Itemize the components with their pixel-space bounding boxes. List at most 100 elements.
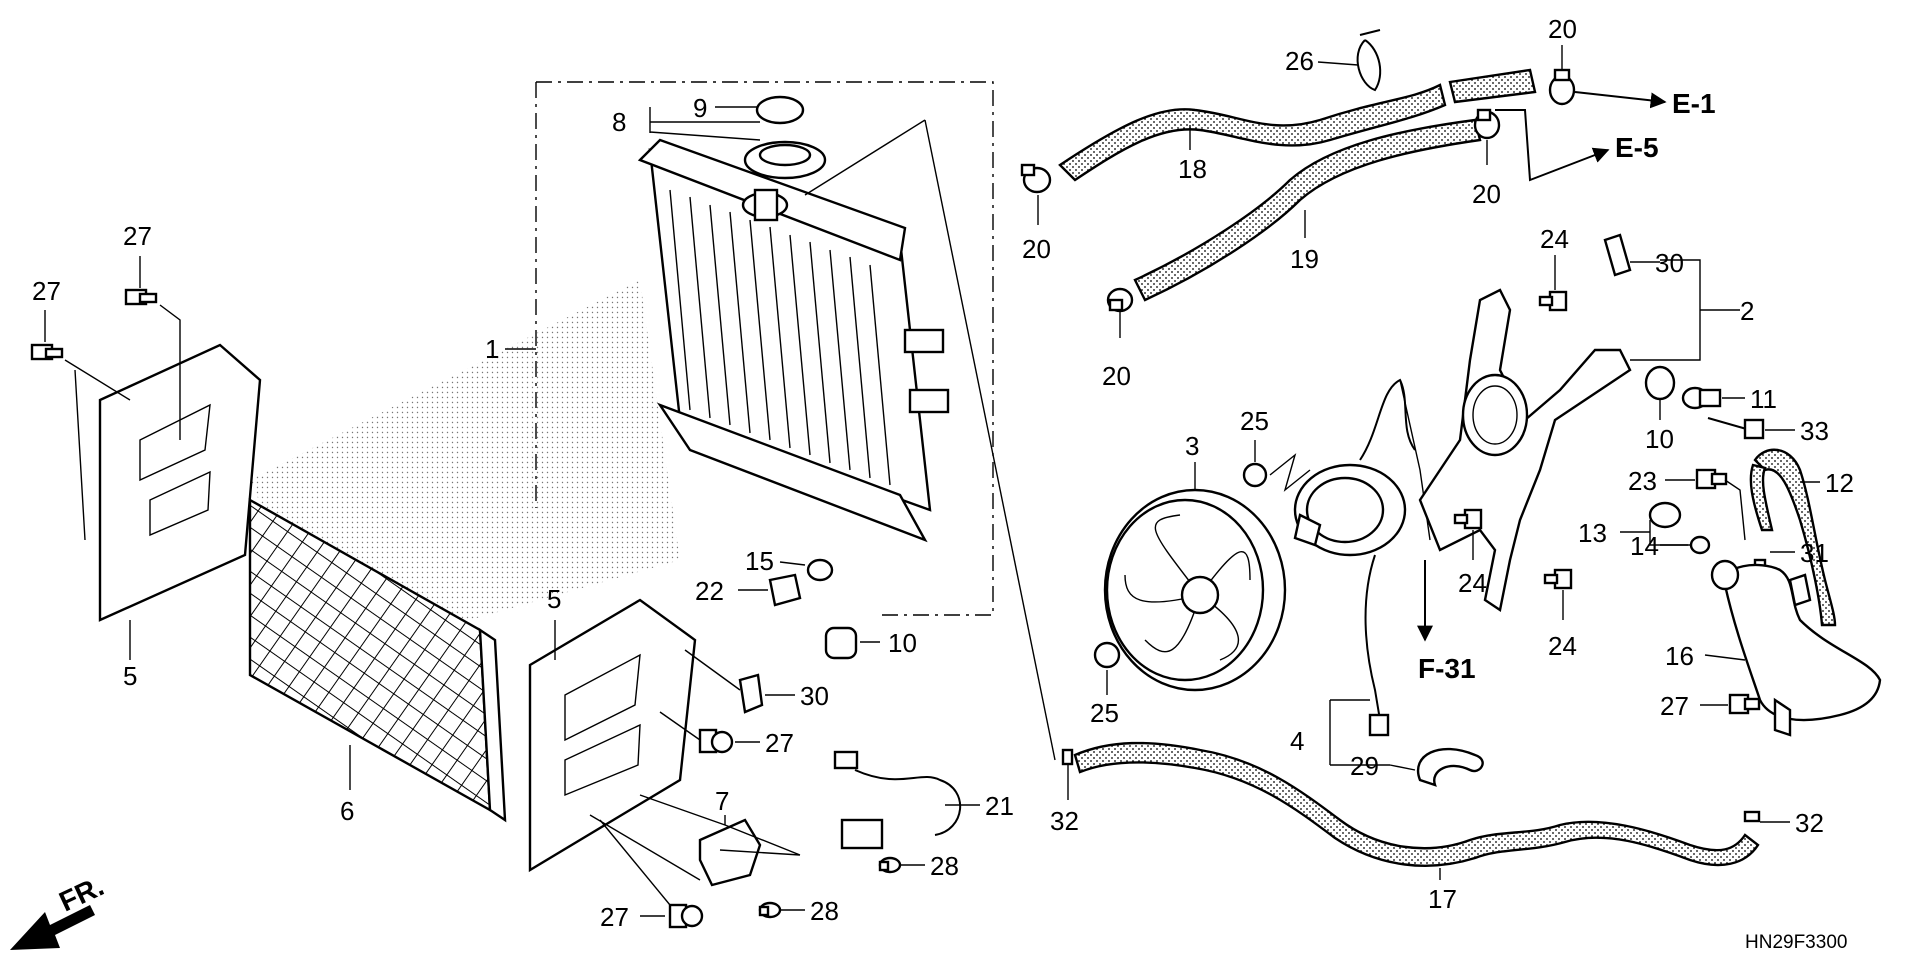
label-27-b: 27	[32, 276, 61, 306]
leader-2	[1630, 259, 1740, 361]
clamp-20-d	[1106, 287, 1134, 313]
label-32-b: 32	[1795, 808, 1824, 838]
label-20-c: 20	[1472, 179, 1501, 209]
relay-7	[698, 818, 762, 887]
radiator	[637, 95, 950, 543]
connector-4	[1368, 713, 1390, 737]
label-31: 31	[1800, 538, 1829, 568]
label-5-left: 5	[123, 661, 137, 691]
label-25-b: 25	[1090, 698, 1119, 728]
fan-3	[1103, 488, 1287, 692]
harness-21	[833, 750, 962, 850]
label-27-d: 27	[600, 902, 629, 932]
bolt-24-b	[1453, 508, 1483, 530]
label-5-right: 5	[547, 584, 561, 614]
label-6: 6	[340, 796, 354, 826]
shroud-right	[528, 598, 697, 873]
label-24-c: 24	[1548, 631, 1577, 661]
label-18: 18	[1178, 154, 1207, 184]
label-27-e: 27	[1660, 691, 1689, 721]
label-8: 8	[612, 107, 626, 137]
hose-18-b	[1448, 68, 1537, 104]
ref-e5: E-5	[1615, 132, 1659, 163]
label-30-a: 30	[1655, 248, 1684, 278]
leader-4	[1329, 699, 1390, 766]
label-24-a: 24	[1540, 224, 1569, 254]
bolt-27-e	[1728, 693, 1761, 715]
front-direction-indicator: FR.	[10, 870, 108, 950]
label-3: 3	[1185, 431, 1199, 461]
fan-motor	[1293, 378, 1416, 721]
label-15: 15	[745, 546, 774, 576]
bolt-24-c	[1543, 568, 1573, 590]
screw-28-a	[878, 856, 902, 874]
label-14: 14	[1630, 531, 1659, 561]
label-26: 26	[1285, 46, 1314, 76]
label-22: 22	[695, 576, 724, 606]
label-2: 2	[1740, 296, 1754, 326]
label-24-b: 24	[1458, 568, 1487, 598]
label-27-a: 27	[123, 221, 152, 251]
shroud-left	[98, 343, 262, 622]
grommet-10	[824, 626, 858, 660]
reserve-tank-16	[1710, 559, 1882, 737]
clamp-20-b	[1020, 163, 1052, 194]
label-19: 19	[1290, 244, 1319, 274]
label-28-a: 28	[930, 851, 959, 881]
label-21: 21	[985, 791, 1014, 821]
bolt-27-c	[698, 728, 734, 754]
cap-13	[1648, 501, 1682, 529]
label-27-c: 27	[765, 728, 794, 758]
clip-26	[1356, 29, 1382, 92]
label-30-b: 30	[800, 681, 829, 711]
label-25-a: 25	[1240, 406, 1269, 436]
washer-15	[806, 558, 834, 582]
label-33: 33	[1800, 416, 1829, 446]
hose-18	[1058, 83, 1447, 182]
label-23: 23	[1628, 466, 1657, 496]
label-16: 16	[1665, 641, 1694, 671]
label-12: 12	[1825, 468, 1854, 498]
bolt-24-a	[1538, 290, 1568, 312]
ref-f31: F-31	[1418, 653, 1476, 684]
bolt-27-a	[124, 288, 158, 306]
leader-radiator-cap	[804, 119, 926, 196]
nut-25-b	[1093, 641, 1121, 669]
fan-bracket-2	[1418, 288, 1632, 612]
bolt-33	[1707, 417, 1765, 440]
bracket-30-a	[1603, 233, 1632, 277]
label-11: 11	[1750, 384, 1777, 414]
tube-12-b	[1749, 463, 1774, 532]
leader-8	[649, 107, 761, 141]
arrow-e5	[1495, 109, 1610, 182]
clamp-20-c	[1473, 108, 1501, 140]
clip-29	[1416, 747, 1484, 787]
label-9: 9	[693, 93, 707, 123]
washer-14	[1689, 535, 1711, 555]
clip-32-a	[1061, 748, 1074, 766]
label-4: 4	[1290, 726, 1304, 756]
label-28-b: 28	[810, 896, 839, 926]
drain-bolt-22	[768, 573, 802, 607]
label-20-b: 20	[1022, 234, 1051, 264]
leader-15	[779, 561, 806, 566]
grommet-10-a	[1644, 365, 1676, 401]
arrow-e1	[1574, 91, 1667, 109]
hose-17	[1073, 741, 1760, 867]
collar-11	[1681, 386, 1722, 410]
label-32-a: 32	[1050, 806, 1079, 836]
label-20-d: 20	[1102, 361, 1131, 391]
diagram-code: HN29F3300	[1745, 932, 1847, 953]
bracket-30-b	[738, 673, 764, 714]
label-20-a: 20	[1548, 14, 1577, 44]
label-29: 29	[1350, 751, 1379, 781]
nut-25-a	[1242, 462, 1268, 488]
clamp-20-a	[1548, 68, 1576, 106]
leader-radiator-hose	[924, 119, 1056, 761]
bolt-23	[1695, 468, 1728, 490]
label-13: 13	[1578, 518, 1607, 548]
label-10-a: 10	[1645, 424, 1674, 454]
label-7: 7	[715, 786, 729, 816]
label-1: 1	[485, 334, 499, 364]
